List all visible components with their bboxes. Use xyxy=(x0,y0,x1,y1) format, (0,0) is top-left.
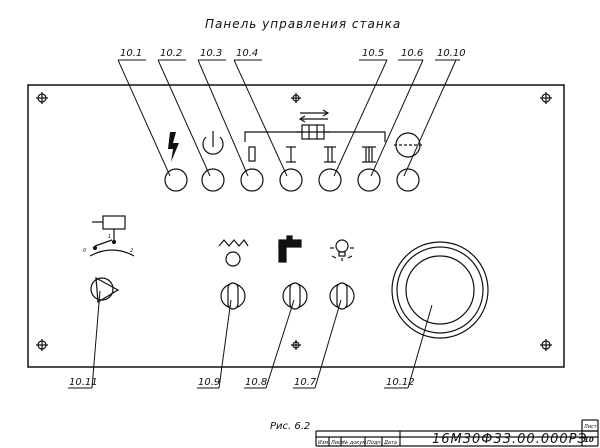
lamp-icon xyxy=(330,239,354,261)
callout-10-1: 10.1 xyxy=(120,48,142,59)
tb-header-3: Подп. xyxy=(367,440,382,446)
callout-10-9: 10.9 xyxy=(198,377,220,388)
button-10-1 xyxy=(164,168,188,192)
callout-10-11: 10.11 xyxy=(69,377,98,388)
roman-marks xyxy=(286,146,376,163)
lightning-icon xyxy=(168,132,179,162)
callout-10-3: 10.3 xyxy=(200,48,222,59)
sheet-label: Лист xyxy=(583,424,598,430)
rotary-switch-10-7 xyxy=(329,282,355,310)
doc-number: 16М30Ф33.00.000РЭ xyxy=(432,432,588,447)
button-10-3 xyxy=(240,168,264,192)
clutch-icon xyxy=(296,124,330,140)
button-10-5 xyxy=(318,168,342,192)
switch-mark-0: 0 xyxy=(83,248,86,254)
callout-10-12: 10.12 xyxy=(386,377,415,388)
callout-10-4: 10.4 xyxy=(236,48,258,59)
stop-rect-icon xyxy=(248,146,256,162)
title-block xyxy=(315,419,599,447)
callout-10-2: 10.2 xyxy=(160,48,182,59)
callout-10-5: 10.5 xyxy=(362,48,384,59)
button-10-10 xyxy=(396,168,420,192)
figure-caption: Рис. 6.2 xyxy=(270,421,310,432)
drawing-title: Панель управления станка xyxy=(205,17,401,31)
rotary-switch-10-9 xyxy=(220,282,246,310)
wave-icon xyxy=(218,238,249,247)
corner-holes xyxy=(36,92,552,351)
tb-header-4: Дата xyxy=(383,440,397,446)
power-icon xyxy=(202,131,224,155)
tb-header-1: Лист xyxy=(330,440,345,446)
switch-mark-2: 2 xyxy=(130,248,133,254)
sheet-number: 10 xyxy=(584,436,594,444)
tb-header-2: № докум. xyxy=(342,440,368,446)
direction-arrows-icon xyxy=(298,109,330,123)
button-10-2 xyxy=(201,168,225,192)
button-10-4 xyxy=(279,168,303,192)
panel-outline xyxy=(27,84,565,368)
selector-switch-10-11 xyxy=(89,215,135,304)
callout-10-8: 10.8 xyxy=(245,377,267,388)
spindle-indicator-icon xyxy=(394,132,422,158)
indicator-lamp-10-9 xyxy=(225,251,241,267)
callout-10-6: 10.6 xyxy=(401,48,423,59)
button-10-6 xyxy=(357,168,381,192)
switch-mark-1: 1 xyxy=(108,234,111,240)
handwheel-10-12 xyxy=(391,241,489,339)
tb-header-0: Изм xyxy=(318,440,328,446)
top-leaders xyxy=(117,59,460,177)
callout-10-7: 10.7 xyxy=(294,377,317,388)
coolant-tap-icon xyxy=(278,235,302,263)
bottom-leaders xyxy=(68,290,433,389)
callout-10-10: 10.10 xyxy=(437,48,466,59)
top-row-buttons xyxy=(164,168,420,192)
group-bracket xyxy=(244,131,386,142)
rotary-switch-10-8 xyxy=(282,282,308,310)
